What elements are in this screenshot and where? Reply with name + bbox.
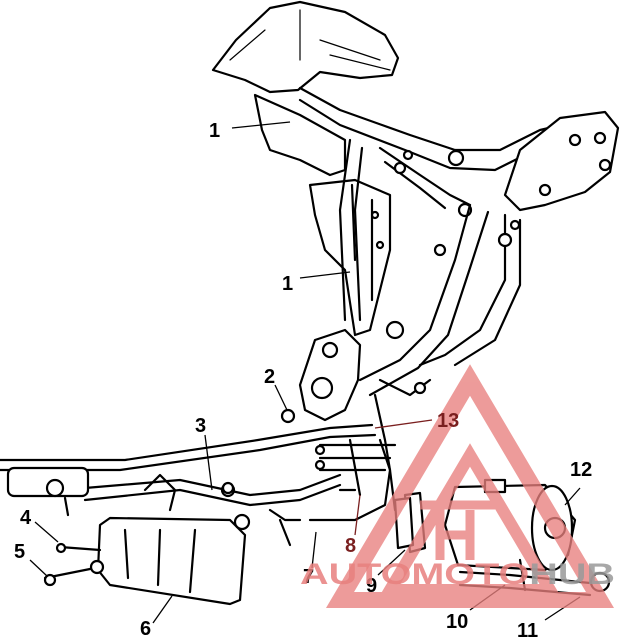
leader-1b [299,271,351,279]
exhaust-pipe-lower [83,483,342,507]
callout-10: 10 [446,611,468,633]
callout-5: 5 [14,541,25,563]
leader-2 [274,384,288,411]
callout-11: 11 [517,620,538,640]
callout-1b: 1 [282,273,293,295]
leader-1a [231,121,291,129]
leader-3 [204,434,213,491]
watermark-logo [325,364,615,608]
rear-bracket [503,110,620,212]
leader-12 [564,487,581,506]
callout-2: 2 [264,366,275,388]
leader-7 [311,531,317,569]
callout-3: 3 [195,415,206,437]
callout-12: 12 [570,459,592,481]
down-tube-right [418,213,507,367]
callout-1a: 1 [209,120,220,142]
muffler-heat-shield [96,516,247,606]
callout-9: 9 [366,575,377,597]
callout-4: 4 [20,507,32,529]
watermark-text-grey: HUB [529,558,615,591]
leader-13 [374,419,433,429]
callout-6: 6 [140,618,151,640]
frame-plate [253,93,347,177]
leader-5 [29,559,48,577]
watermark-text-red: AUTOMOTO [300,558,529,591]
leader-8 [354,494,361,536]
callout-13: 13 [437,410,459,432]
callout-8: 8 [345,535,356,557]
down-tube-left [358,203,472,382]
leader-9 [377,549,406,576]
leader-6 [152,595,173,624]
callout-7: 7 [303,566,314,588]
canister-hose [458,570,592,585]
seat-cover [211,0,400,94]
engine-mount [298,328,362,422]
leader-4 [34,521,59,543]
